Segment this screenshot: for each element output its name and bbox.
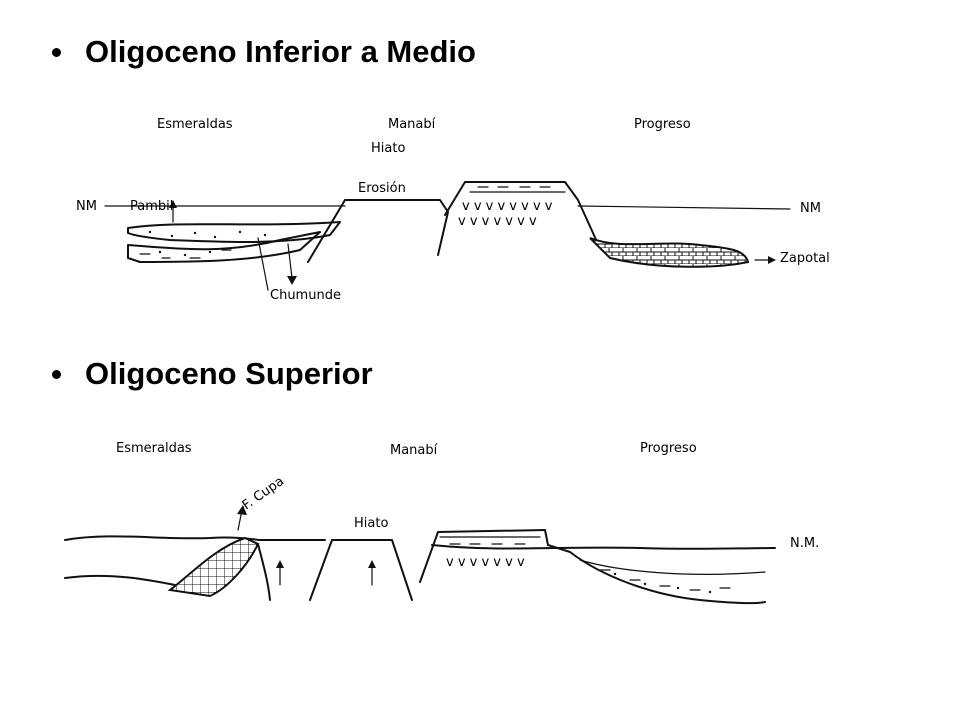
cupa-arrowhead-icon: [237, 505, 247, 515]
section-1-heading-row: Oligoceno Inferior a Medio: [52, 34, 476, 70]
section-2-heading-row: Oligoceno Superior: [52, 356, 373, 392]
sediment-dots: [148, 230, 267, 257]
uplift-arrowhead-icon-2: [368, 560, 376, 568]
diagram-oligoceno-superior: v v v v v v v Esmeraldas Manabí Progreso…: [64, 441, 819, 605]
label-manabi: Manabí: [390, 443, 438, 458]
label-zapotal: Zapotal: [780, 251, 830, 266]
section-1-heading: Oligoceno Inferior a Medio: [85, 34, 476, 69]
label-hiato: Hiato: [371, 141, 405, 156]
chumunde-arrow-line: [287, 243, 293, 279]
sea-level-line-left: [64, 535, 326, 541]
basin-dots: [613, 572, 712, 594]
volcanic-v-marks: v v v v v v v: [446, 555, 525, 570]
svg-text:v v v v v v v: v v v v v v v: [458, 214, 537, 229]
pambil-arrowhead-icon: [169, 200, 177, 208]
fault-line: [257, 543, 271, 601]
label-chumunde: Chumunde: [270, 288, 341, 303]
label-esmeraldas: Esmeraldas: [157, 117, 233, 132]
volcanic-v-marks: v v v v v v v v v v v v v v v: [458, 199, 553, 229]
label-esmeraldas: Esmeraldas: [116, 441, 192, 456]
label-progreso: Progreso: [634, 117, 691, 132]
diagram-oligoceno-inferior-medio: v v v v v v v v v v v v v v v Esmeraldas…: [76, 117, 830, 303]
label-manabi: Manabí: [388, 117, 436, 132]
bullet-icon: [52, 369, 61, 379]
section-2-heading: Oligoceno Superior: [85, 356, 373, 391]
progreso-basin-base: [569, 551, 766, 605]
f-cupa-wedge: [167, 536, 260, 598]
label-erosion: Erosión: [358, 181, 406, 196]
bullet-icon: [52, 47, 61, 57]
zapotal-limestone: [589, 237, 750, 268]
progreso-platform: [419, 529, 571, 583]
zapotal-arrowhead-icon: [768, 256, 776, 264]
progreso-basin-layer: [579, 559, 766, 575]
platform-top-layers: [439, 536, 541, 545]
svg-text:v v v v v v v v: v v v v v v v v: [462, 199, 553, 214]
esmeraldas-lower-wedge: [127, 231, 321, 263]
label-nm: N.M.: [790, 536, 819, 551]
label-pambil: Pambil: [130, 199, 173, 214]
label-hiato: Hiato: [354, 516, 388, 531]
sea-level-line-right: [431, 544, 776, 550]
label-progreso: Progreso: [640, 441, 697, 456]
sediment-dashes: [139, 249, 232, 259]
chumunde-arrowhead-icon: [287, 276, 297, 285]
base-line-left: [64, 574, 176, 586]
manabi-high-erosion: [307, 199, 449, 263]
label-f-cupa: F. Cupa: [240, 474, 287, 513]
fault-line: [257, 237, 269, 291]
label-nm-left: NM: [76, 199, 97, 214]
basin-dashes: [599, 569, 731, 591]
label-nm-right: NM: [800, 201, 821, 216]
manabi-high: [309, 539, 413, 601]
platform-top-layers: [464, 181, 566, 193]
sea-level-line-right: [577, 205, 791, 210]
uplift-arrowhead-icon-1: [276, 560, 284, 568]
esmeraldas-upper-wedge: [127, 221, 341, 244]
